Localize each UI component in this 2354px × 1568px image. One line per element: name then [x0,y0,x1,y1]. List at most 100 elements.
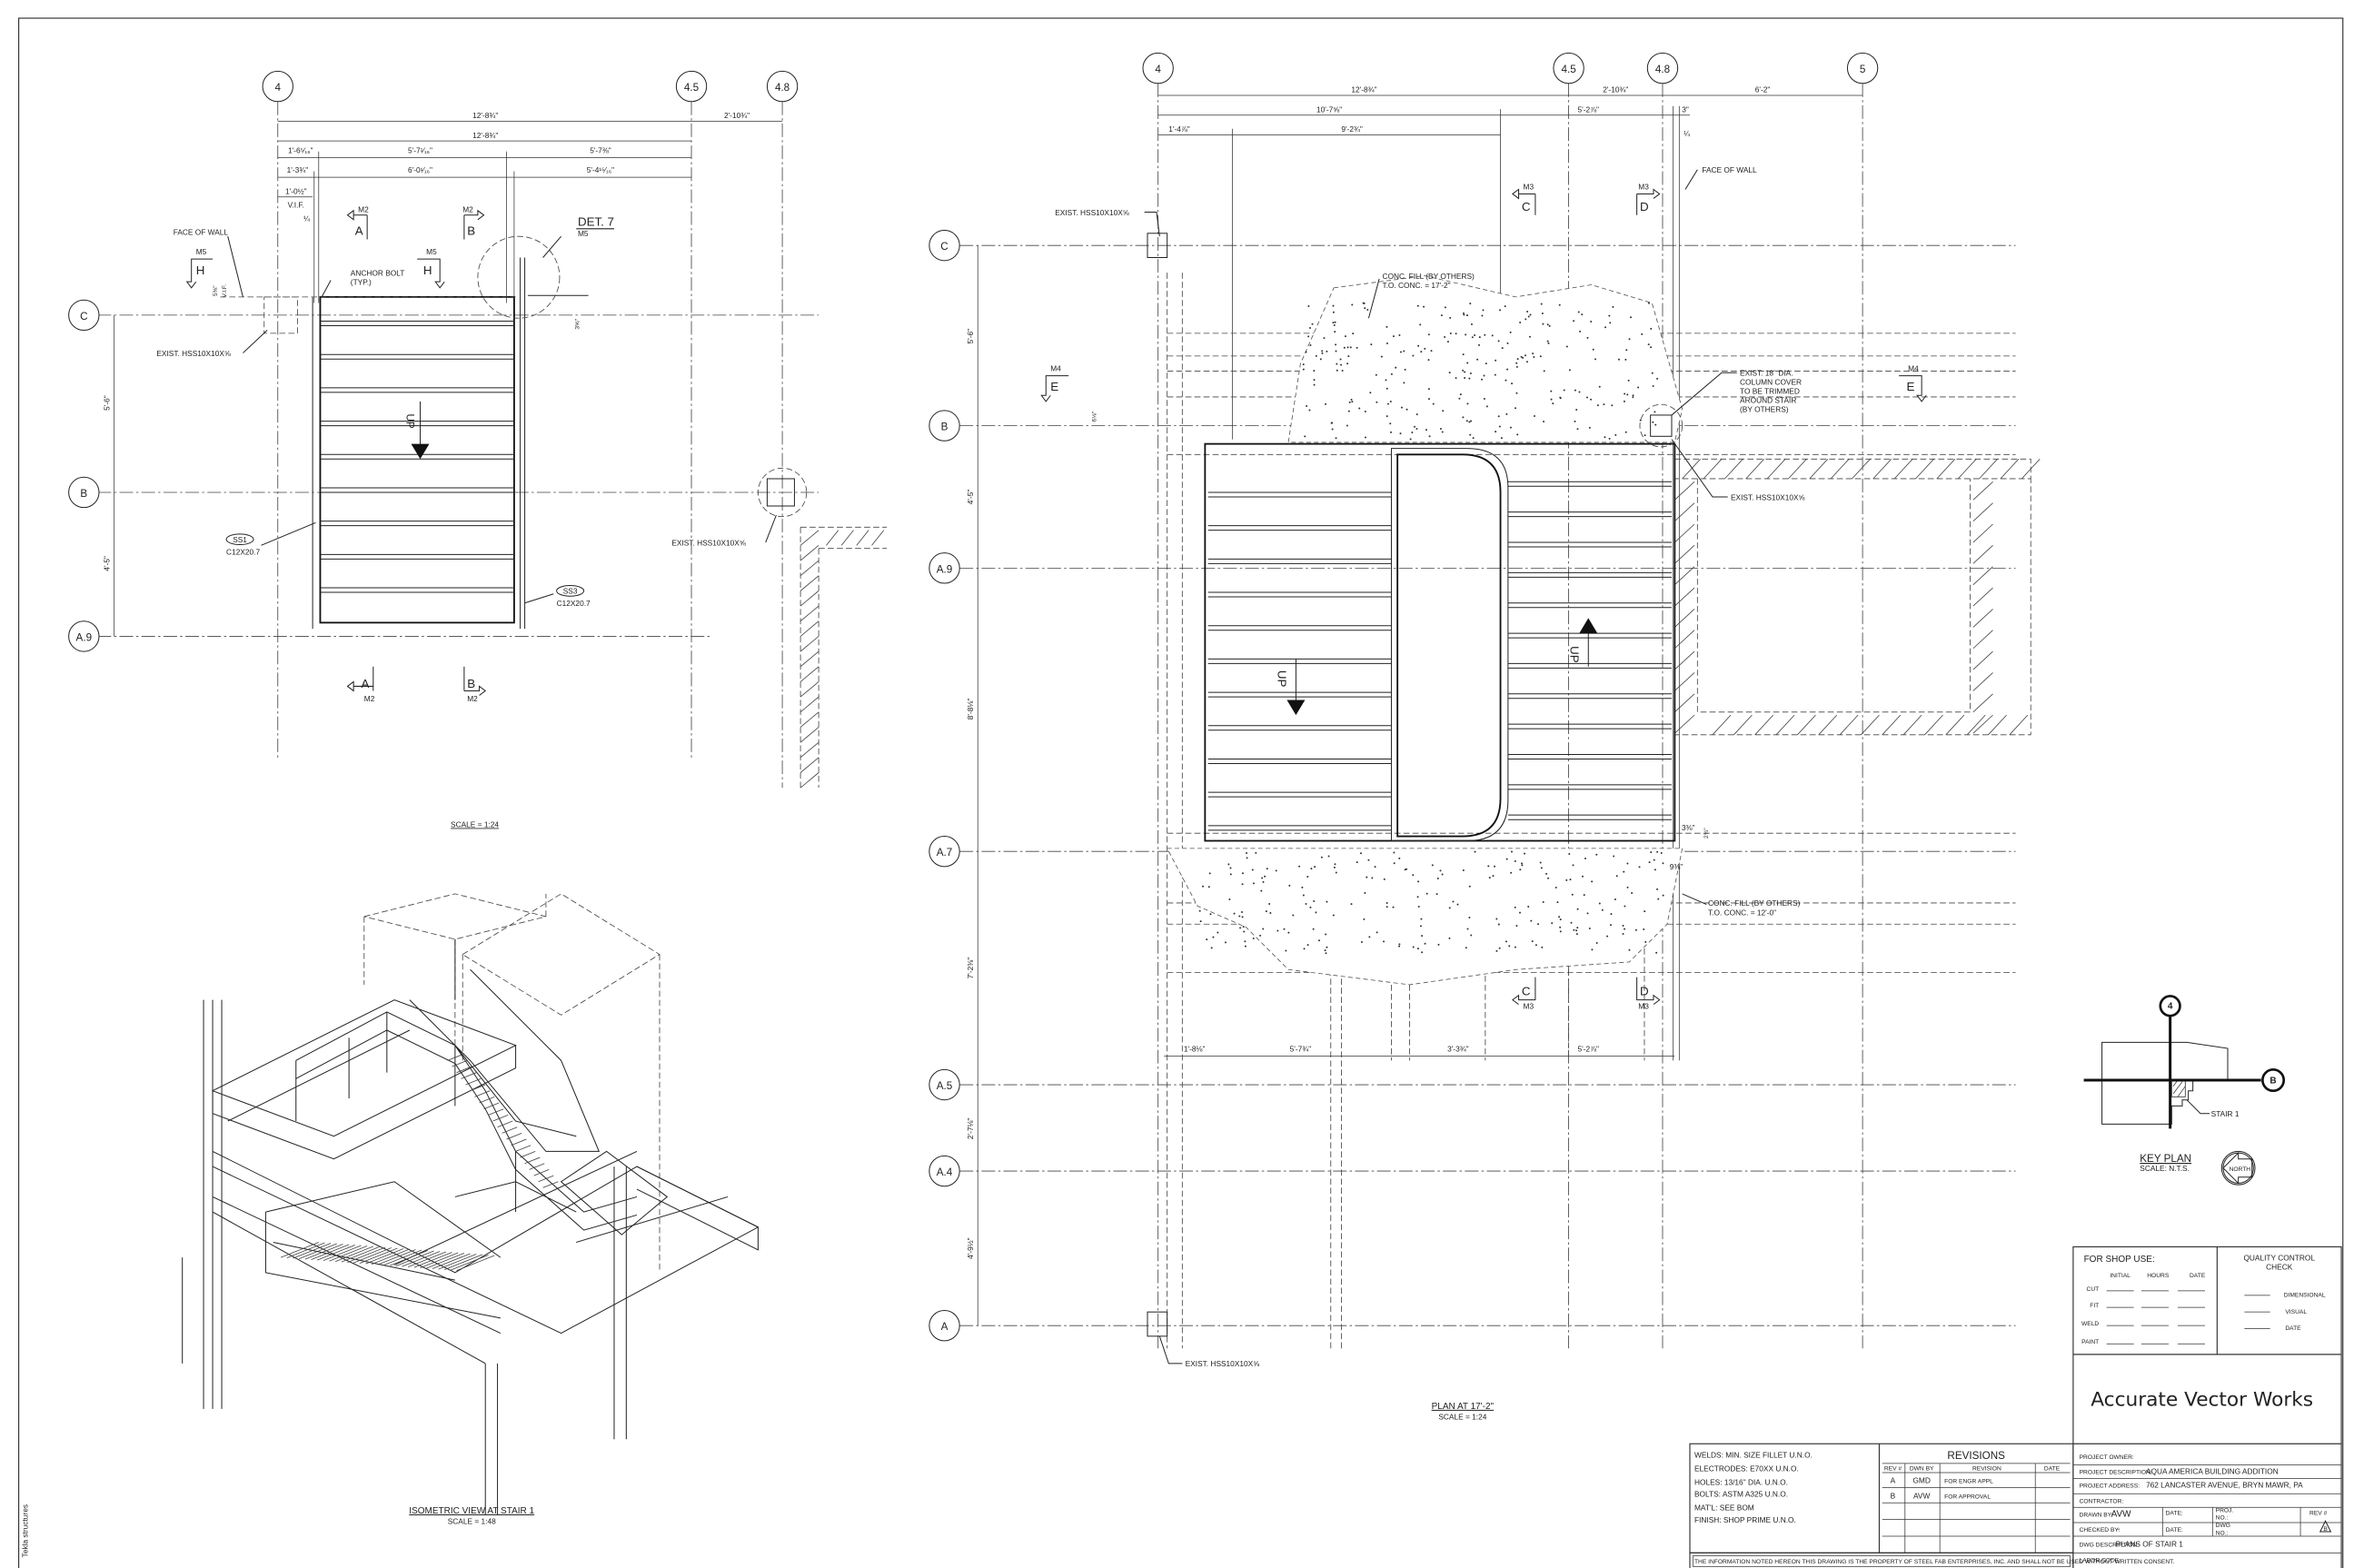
concrete-dot [1389,422,1392,425]
svg-text:NORTH: NORTH [2230,1166,2251,1173]
concrete-dot [1252,882,1255,885]
concrete-dot [1550,390,1553,392]
concrete-dot [1483,374,1485,377]
stair-tread [470,1084,486,1092]
concrete-dot [1565,345,1568,348]
concrete-dot [1398,943,1401,946]
concrete-dot [1440,314,1443,317]
grid-row-label: C [940,241,948,253]
concrete-dot [1217,931,1219,934]
wall-hatch [1674,481,1695,501]
concrete-dot [1464,371,1466,373]
concrete-dot [1241,916,1244,918]
wall-hatch [800,696,819,713]
dwg-no-label: DWG [2216,1523,2230,1529]
concrete-dot [1398,945,1401,948]
concrete-dot [1631,891,1634,894]
concrete-dot [1614,433,1617,436]
stair-tread [461,1072,477,1079]
concrete-dot [1456,903,1459,906]
main-annotations: EXIST. HSS10X10X⅝ FACE OF WALL CONC. FIL… [1040,165,1927,1422]
shop-col-header: HOURS [2147,1273,2170,1279]
concrete-dot [1412,354,1415,357]
concrete-dot [1459,393,1462,396]
concrete-dot [1654,423,1657,426]
svg-text:B: B [467,223,475,237]
concrete-dot [1385,379,1387,382]
svg-text:M2: M2 [467,694,478,703]
wall-hatch [1893,459,1913,480]
concrete-dot [1428,435,1431,438]
concrete-dot [1241,911,1244,914]
wall-hatch [2009,714,2029,736]
concrete-dot [1416,896,1419,898]
concrete-dot [1497,923,1500,926]
concrete-dot [1427,333,1430,336]
concrete-dot [1595,853,1598,856]
stair-tread [488,1108,504,1116]
wall-hatch [800,560,819,577]
wall-hatch [1972,502,1993,521]
concrete-dot [1586,912,1589,915]
up-label: UP [1567,646,1581,663]
wall-hatch [1724,459,1743,480]
concrete-dot [1516,433,1519,436]
concrete-dot [1585,396,1588,399]
concrete-dot [1301,886,1304,888]
concrete-dot [1311,323,1314,325]
concrete-dot [1554,887,1557,889]
dim-text: 3⅜" [1682,823,1695,832]
concrete-dot [1521,862,1524,865]
concrete-dot [1305,902,1307,905]
concrete-dot [1472,437,1475,440]
concrete-dot [1412,874,1415,877]
stair-tread [341,1246,380,1263]
concrete-dot [1364,891,1366,894]
left-annotations: FACE OF WALL ANCHOR BOLT (TYP.) DET. 7 M… [156,204,746,829]
concrete-dot [1550,398,1553,401]
main-dimensions: 12'-8¾" 2'-10¾" 6'-2" 10'-7⅝" 5'-2⅞" 3" … [966,85,1770,1259]
software-tag: Tekla structures [21,1504,30,1557]
grid-col-label: 4.5 [684,82,699,94]
shop-row-label: CUT [2087,1286,2100,1293]
concrete-dot [1558,303,1561,306]
stair-tread [483,1102,500,1110]
concrete-dot [1446,341,1449,343]
concrete-dot [1427,388,1430,391]
rev-label: REV # [2309,1511,2328,1517]
concrete-dot [1498,947,1501,949]
stair-tread [408,1251,447,1268]
title-block: FOR SHOP USE: INITIAL HOURS DATE CUT FIT… [1689,1245,2342,1568]
concrete-dot [1520,355,1523,358]
stair-tread [511,1138,527,1146]
dim-text: 1'-0½" [285,186,307,195]
concrete-dot [1374,866,1376,868]
concrete-dot [1313,899,1316,902]
project-address-label: PROJECT ADDRESS: [2080,1484,2140,1490]
concrete-dot [1504,305,1506,308]
concrete-dot [1469,433,1472,436]
rev-header: DWN BY [1910,1465,1934,1472]
concrete-dot [1358,407,1361,410]
svg-text:E: E [1906,380,1914,393]
concrete-dot [1637,386,1640,389]
qc-row-label: VISUAL [2285,1309,2307,1315]
concrete-dot [1546,323,1549,326]
concrete-dot [1363,918,1366,920]
concrete-dot [1610,913,1613,916]
concrete-dot [1340,363,1343,366]
svg-text:M3: M3 [1524,182,1535,191]
concrete-dot [1233,912,1236,915]
concrete-dot [1474,850,1476,853]
shop-use-title: FOR SHOP USE: [2084,1255,2155,1265]
concrete-dot [1536,923,1539,926]
concrete-dot [1463,313,1465,316]
concrete-dot [1541,313,1544,315]
concrete-dot [1465,947,1467,949]
stair-tread [402,1251,441,1267]
concrete-dot [1308,409,1311,412]
stair-tread [432,1253,471,1270]
concrete-dot [1510,871,1513,874]
column-cover-note: COLUMN COVER [1740,378,1802,387]
concrete-dot [1481,314,1484,317]
